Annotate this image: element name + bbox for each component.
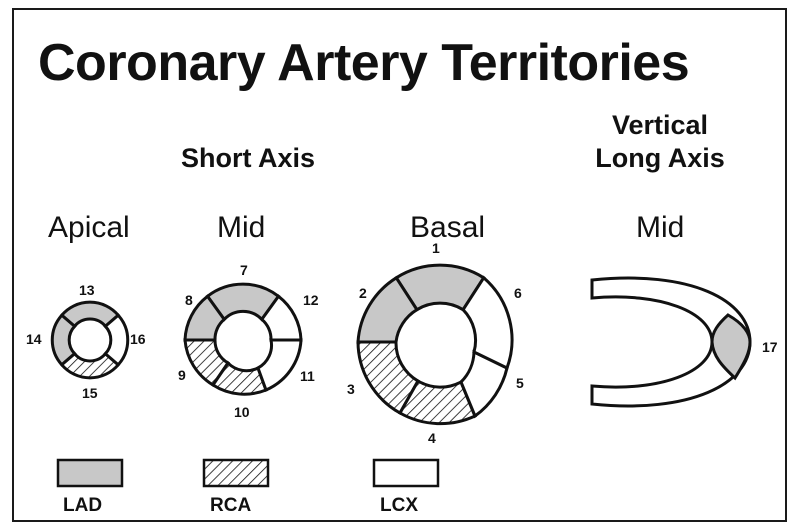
segment-number-3: 3 <box>347 382 355 396</box>
segment-number-5: 5 <box>516 376 524 390</box>
legend-swatch-lcx <box>374 460 438 486</box>
legend-swatch-lad <box>58 460 122 486</box>
legend-swatch-rca <box>204 460 268 486</box>
segment-number-12: 12 <box>303 293 319 307</box>
basal-label: Basal <box>410 213 485 243</box>
apical-label: Apical <box>48 213 130 243</box>
segment-number-4: 4 <box>428 431 436 445</box>
segment-number-8: 8 <box>185 293 193 307</box>
segment-number-9: 9 <box>178 368 186 382</box>
mid-label: Mid <box>217 213 265 243</box>
mid-segment-11-lcx <box>258 340 301 390</box>
short-axis-header: Short Axis <box>181 145 315 172</box>
apical-ring <box>52 302 127 378</box>
basal-ring <box>358 265 512 423</box>
segment-number-1: 1 <box>432 241 440 255</box>
segment-number-16: 16 <box>130 332 146 346</box>
vla-mid-label: Mid <box>636 213 684 243</box>
segment-number-14: 14 <box>26 332 42 346</box>
vertical-long-axis-shape <box>592 278 750 406</box>
segment-number-13: 13 <box>79 283 95 297</box>
segment-number-2: 2 <box>359 286 367 300</box>
vertical-long-axis-header-line2: Long Axis <box>565 145 755 172</box>
segment-number-10: 10 <box>234 405 250 419</box>
segment-number-7: 7 <box>240 263 248 277</box>
segment-number-17: 17 <box>762 340 778 354</box>
legend-label-lcx: LCX <box>380 496 418 515</box>
segment-number-6: 6 <box>514 286 522 300</box>
mid-ring <box>185 284 301 394</box>
segment-number-15: 15 <box>82 386 98 400</box>
legend-label-lad: LAD <box>63 496 102 515</box>
diagram-title: Coronary Artery Territories <box>38 37 689 89</box>
vertical-long-axis-header-line1: Vertical <box>585 112 735 139</box>
apical-segment-16-lcx <box>105 315 127 365</box>
legend-label-rca: RCA <box>210 496 251 515</box>
segment-number-11: 11 <box>300 369 315 383</box>
